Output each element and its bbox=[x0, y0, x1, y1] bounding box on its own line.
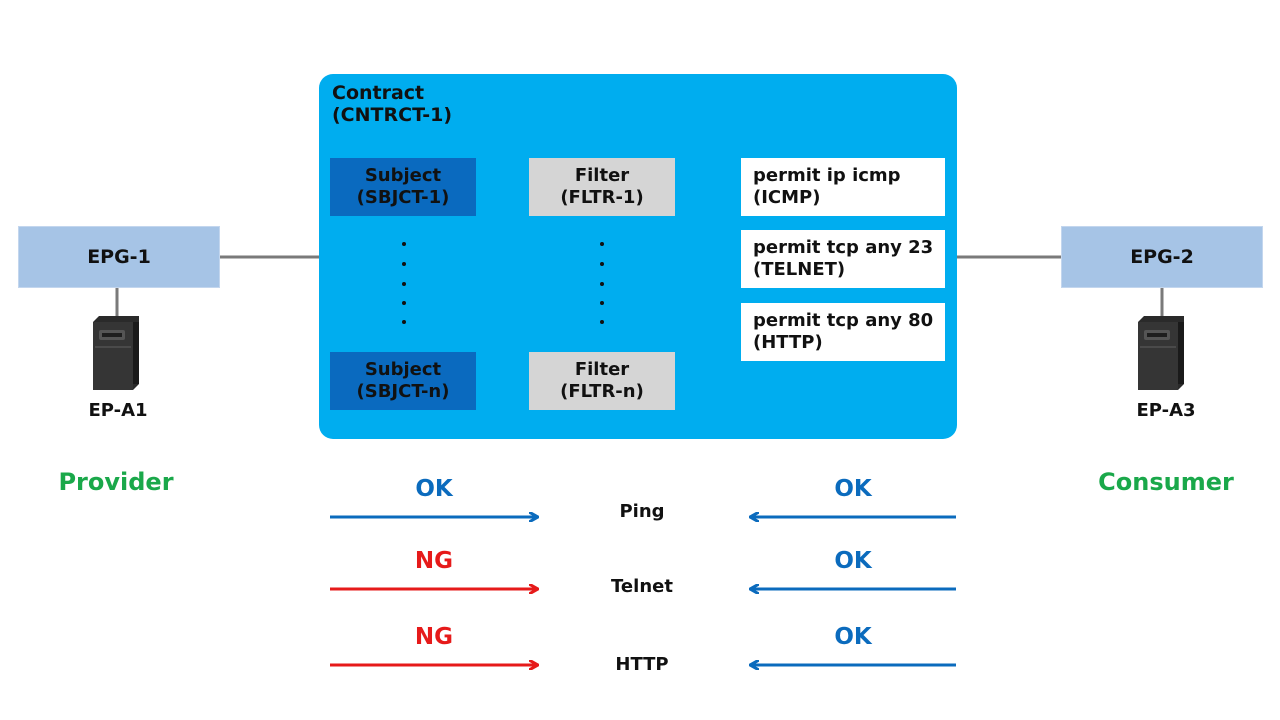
filter-n-label: Filter bbox=[574, 359, 630, 380]
filter-ellipsis-dot bbox=[600, 282, 604, 286]
consumer-label: Consumer bbox=[1098, 468, 1234, 496]
filter-1-label: Filter bbox=[574, 165, 630, 186]
http-protocol-label: HTTP bbox=[615, 654, 669, 675]
subject-1-box[interactable]: Subject (SBJCT-1) bbox=[330, 158, 476, 216]
filter-1-box[interactable]: Filter (FLTR-1) bbox=[529, 158, 675, 216]
subject-n-id: (SBJCT-n) bbox=[356, 381, 450, 402]
filter-ellipsis-dot bbox=[600, 320, 604, 324]
rule-telnet-line2: (TELNET) bbox=[753, 259, 846, 280]
rule-icmp-line2: (ICMP) bbox=[753, 187, 821, 208]
subject-n-box[interactable]: Subject (SBJCT-n) bbox=[330, 352, 476, 410]
filter-ellipsis-dot bbox=[600, 242, 604, 246]
epg-1-label: EPG-1 bbox=[87, 246, 151, 268]
ping-protocol-label: Ping bbox=[619, 501, 665, 522]
subject-n-label: Subject bbox=[364, 359, 442, 380]
filter-ellipsis-dot bbox=[600, 301, 604, 305]
contract-id: (CNTRCT-1) bbox=[332, 104, 453, 126]
telnet-protocol-label: Telnet bbox=[611, 576, 673, 597]
rule-http-line2: (HTTP) bbox=[753, 332, 823, 353]
provider-label: Provider bbox=[58, 468, 174, 496]
subject-ellipsis-dot bbox=[402, 301, 406, 305]
subject-ellipsis-dot bbox=[402, 282, 406, 286]
telnet-consumer-status: OK bbox=[834, 548, 872, 574]
rule-icmp-line1: permit ip icmp bbox=[753, 165, 901, 186]
telnet-provider-status: NG bbox=[414, 548, 454, 574]
http-provider-status: NG bbox=[414, 624, 454, 650]
ping-provider-status: OK bbox=[415, 476, 453, 502]
filter-1-id: (FLTR-1) bbox=[560, 187, 644, 208]
server-icon bbox=[93, 316, 139, 390]
http-consumer-status: OK bbox=[834, 624, 872, 650]
subject-1-label: Subject bbox=[364, 165, 442, 186]
filter-n-box[interactable]: Filter (FLTR-n) bbox=[529, 352, 675, 410]
epg-2-box[interactable]: EPG-2 bbox=[1061, 226, 1263, 288]
rule-http-box[interactable]: permit tcp any 80 (HTTP) bbox=[741, 303, 945, 361]
epg-2-label: EPG-2 bbox=[1130, 246, 1194, 268]
filter-ellipsis-dot bbox=[600, 262, 604, 266]
rule-telnet-line1: permit tcp any 23 bbox=[753, 237, 934, 258]
contract-label: Contract bbox=[332, 82, 425, 104]
subject-ellipsis-dot bbox=[402, 320, 406, 324]
filter-n-id: (FLTR-n) bbox=[560, 381, 644, 402]
subject-ellipsis-dot bbox=[402, 242, 406, 246]
contract-title: Contract (CNTRCT-1) bbox=[332, 82, 452, 126]
endpoint-a3-label: EP-A3 bbox=[1136, 400, 1196, 421]
server-icon bbox=[1138, 316, 1184, 390]
rule-http-line1: permit tcp any 80 bbox=[753, 310, 934, 331]
rule-telnet-box[interactable]: permit tcp any 23 (TELNET) bbox=[741, 230, 945, 288]
rule-icmp-box[interactable]: permit ip icmp (ICMP) bbox=[741, 158, 945, 216]
ping-consumer-status: OK bbox=[834, 476, 872, 502]
subject-1-id: (SBJCT-1) bbox=[356, 187, 450, 208]
epg-1-box[interactable]: EPG-1 bbox=[18, 226, 220, 288]
endpoint-a1-label: EP-A1 bbox=[88, 400, 148, 421]
subject-ellipsis-dot bbox=[402, 262, 406, 266]
